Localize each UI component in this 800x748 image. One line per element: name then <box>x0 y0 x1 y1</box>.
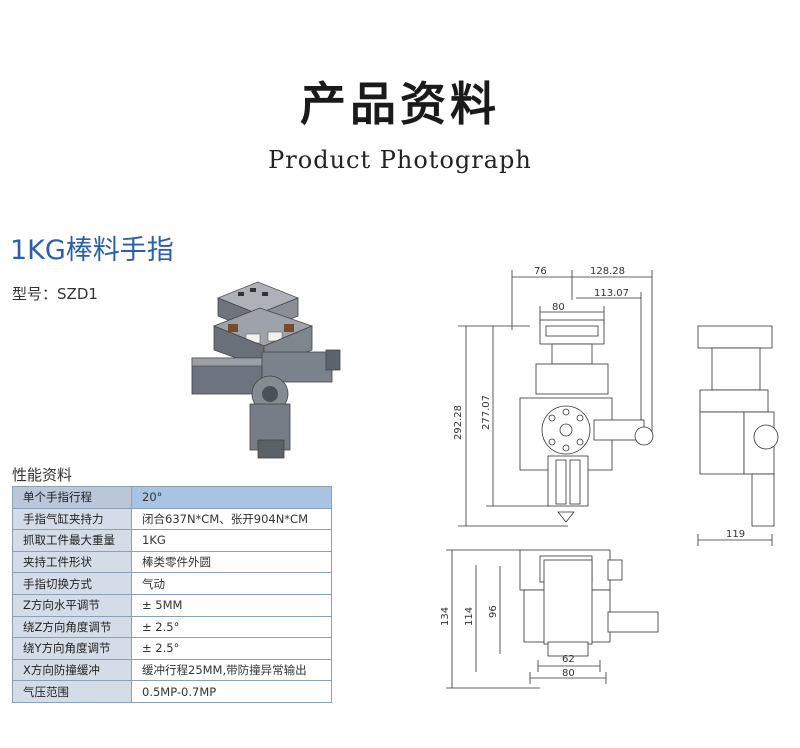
table-row: 绕Z方向角度调节 ± 2.5° <box>12 615 332 639</box>
dim-label: 277.07 <box>481 395 492 430</box>
spec-label: 手指气缸夹持力 <box>12 507 132 531</box>
product-image <box>191 281 341 459</box>
dim-label: 76 <box>534 266 547 277</box>
table-row: X方向防撞缓冲 缓冲行程25MM,带防撞异常输出 <box>12 658 332 682</box>
dim-label: 80 <box>562 668 575 679</box>
product-name: 1KG棒料手指 <box>10 235 174 266</box>
spec-value: ± 5MM <box>131 593 332 617</box>
dim-label: 114 <box>464 607 475 626</box>
table-row: 气压范围 0.5MP-0.7MP <box>12 680 332 703</box>
dim-label: 292.28 <box>453 405 464 440</box>
spec-value: 缓冲行程25MM,带防撞异常输出 <box>131 658 332 682</box>
spec-label: 气压范围 <box>12 680 132 703</box>
dim-label: 134 <box>440 607 451 626</box>
spec-label: 夹持工件形状 <box>12 550 132 574</box>
spec-label: X方向防撞缓冲 <box>12 658 132 682</box>
spec-label: 手指切换方式 <box>12 572 132 595</box>
page-subtitle: Product Photograph <box>268 146 532 174</box>
spec-value: 气动 <box>131 572 332 595</box>
table-row: 单个手指行程 20° <box>12 486 332 509</box>
spec-value: ± 2.5° <box>131 615 332 639</box>
model-label: 型号： <box>12 285 58 303</box>
spec-label: 抓取工件最大重量 <box>12 529 132 552</box>
spec-value: 闭合637N*CM、张开904N*CM <box>131 507 332 531</box>
model-row: 型号：SZD1 <box>12 283 98 304</box>
spec-value: 20° <box>131 486 332 509</box>
model-value: SZD1 <box>57 285 98 303</box>
spec-heading: 性能资料 <box>12 466 73 484</box>
dim-label: 119 <box>726 529 745 540</box>
spec-table: 单个手指行程 20° 手指气缸夹持力 闭合637N*CM、张开904N*CM 抓… <box>12 486 332 703</box>
table-row: 手指切换方式 气动 <box>12 572 332 595</box>
dim-label: 96 <box>488 605 499 618</box>
dim-label: 113.07 <box>594 288 629 299</box>
dim-label: 80 <box>552 302 565 313</box>
dim-label: 128.28 <box>590 266 625 277</box>
table-row: Z方向水平调节 ± 5MM <box>12 593 332 617</box>
spec-label: 绕Z方向角度调节 <box>12 615 132 639</box>
spec-value: 0.5MP-0.7MP <box>131 680 332 703</box>
table-row: 夹持工件形状 棒类零件外圆 <box>12 550 332 574</box>
table-row: 手指气缸夹持力 闭合637N*CM、张开904N*CM <box>12 507 332 531</box>
table-row: 抓取工件最大重量 1KG <box>12 529 332 552</box>
spec-label: 单个手指行程 <box>12 486 132 509</box>
page-title: 产品资料 <box>300 77 500 131</box>
dim-label: 62 <box>562 654 575 665</box>
spec-value: 棒类零件外圆 <box>131 550 332 574</box>
